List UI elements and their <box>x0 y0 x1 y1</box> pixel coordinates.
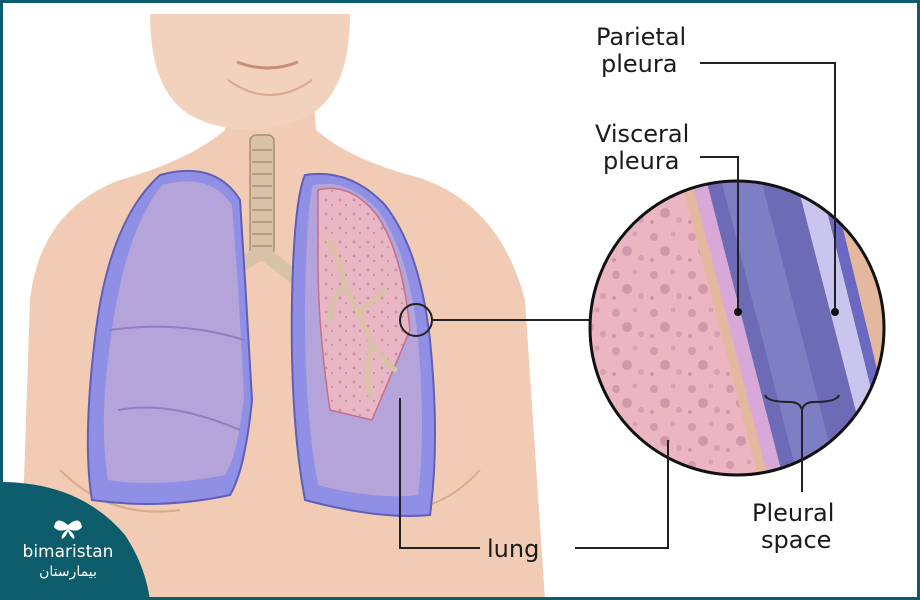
parietal-pleura-label-1: Parietal <box>596 23 686 51</box>
visceral-pleura-label-1: Visceral <box>595 120 689 148</box>
lung-leader-left <box>399 398 480 549</box>
parietal-pleura-label-2: pleura <box>601 50 677 78</box>
lung-label: lung <box>487 535 539 563</box>
parietal-leader <box>700 62 836 312</box>
pleural-space-label-1: Pleural <box>752 499 834 527</box>
visceral-leader <box>700 156 739 312</box>
brand-name: bimaristan <box>22 542 114 562</box>
pleural-space-label-2: space <box>761 526 831 554</box>
mouth <box>236 60 299 70</box>
butterfly-logo-icon <box>54 520 82 539</box>
lung-leader-right <box>575 440 669 549</box>
brand-badge <box>0 482 150 600</box>
visceral-pleura-label-2: pleura <box>603 147 679 175</box>
brand-name-arabic: بيمارستان <box>39 564 97 580</box>
right-lung <box>86 169 254 505</box>
